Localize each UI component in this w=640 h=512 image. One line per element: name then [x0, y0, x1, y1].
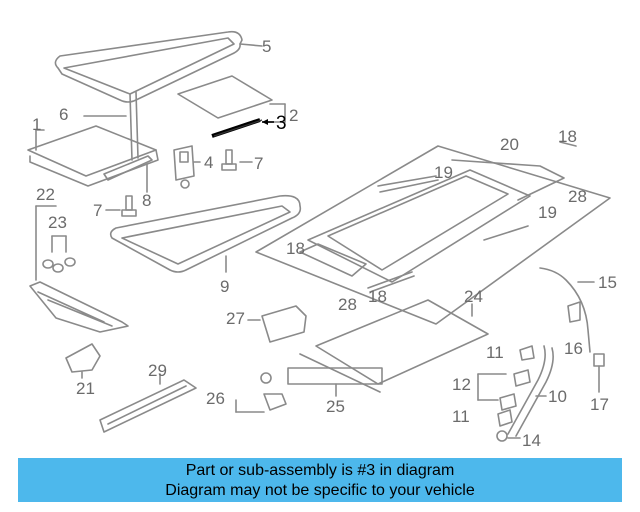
part-1-sunshade [27, 125, 159, 187]
part-11-12-clips [477, 345, 535, 427]
callout-16: 17 [590, 395, 609, 414]
part-22-deflector [29, 205, 129, 333]
callout-7-left: 7 [93, 201, 103, 220]
callout-6: 6 [59, 105, 69, 124]
callout-24: 24 [464, 287, 483, 306]
parts-diagram [27, 30, 611, 442]
callout-2: 2 [289, 106, 299, 125]
part-9-seal [109, 194, 302, 273]
part-10-hose [507, 345, 554, 437]
callout-21: 21 [76, 379, 95, 398]
part-16-plug [593, 353, 605, 393]
part-5-glass-panel [54, 30, 263, 103]
callout-29: 29 [148, 361, 167, 380]
callout-1: 1 [32, 115, 42, 134]
callout-27: 27 [226, 309, 245, 328]
part-3-highlighted [211, 118, 274, 138]
callout-7-right: 7 [254, 154, 264, 173]
part-24-shade [315, 299, 489, 385]
info-banner: Part or sub-assembly is #3 in diagram Di… [18, 458, 622, 502]
callout-11-bottom: 11 [452, 407, 470, 426]
callout-18-bottom: 18 [368, 287, 387, 306]
callout-12: 12 [452, 375, 471, 394]
part-7-screws [105, 149, 253, 217]
callout-9: 9 [220, 277, 230, 296]
callout-4: 4 [204, 153, 214, 172]
part-21-bracket [65, 343, 101, 379]
part-23-clips [42, 235, 76, 273]
part-17-frame-assembly [255, 141, 611, 325]
callout-26: 26 [206, 389, 225, 408]
part-26-screws [235, 372, 287, 413]
callout-19-right: 19 [538, 203, 557, 222]
part-2-panel [177, 75, 286, 123]
banner-line-1: Part or sub-assembly is #3 in diagram [185, 462, 455, 479]
callout-10: 10 [548, 387, 567, 406]
callout-8: 8 [142, 191, 152, 210]
callout-19-top: 19 [434, 163, 453, 182]
part-4-bracket [173, 145, 201, 189]
callout-3: 3 [276, 113, 287, 134]
part-25-rod [287, 353, 383, 397]
callout-23: 23 [48, 213, 67, 232]
part-29-trim [99, 373, 197, 433]
part-15-connector [496, 430, 521, 442]
callout-14: 16 [564, 339, 583, 358]
callout-20: 20 [500, 135, 519, 154]
callout-28-right: 28 [568, 187, 587, 206]
callout-22: 22 [36, 185, 55, 204]
part-14-clip [567, 301, 581, 323]
banner-line-2: Diagram may not be specific to your vehi… [165, 482, 475, 499]
callout-17: 18 [558, 127, 577, 146]
callout-28-bottom: 28 [338, 295, 357, 314]
callout-25: 25 [326, 397, 345, 416]
part-13-cable [539, 267, 595, 353]
part-6-rails [83, 91, 153, 181]
callout-15: 14 [522, 431, 541, 450]
part-27-motor [247, 305, 307, 343]
callout-18-left: 18 [286, 239, 305, 258]
callout-11-top: 11 [486, 343, 504, 362]
callout-13: 15 [598, 273, 617, 292]
callout-5: 5 [262, 37, 272, 56]
